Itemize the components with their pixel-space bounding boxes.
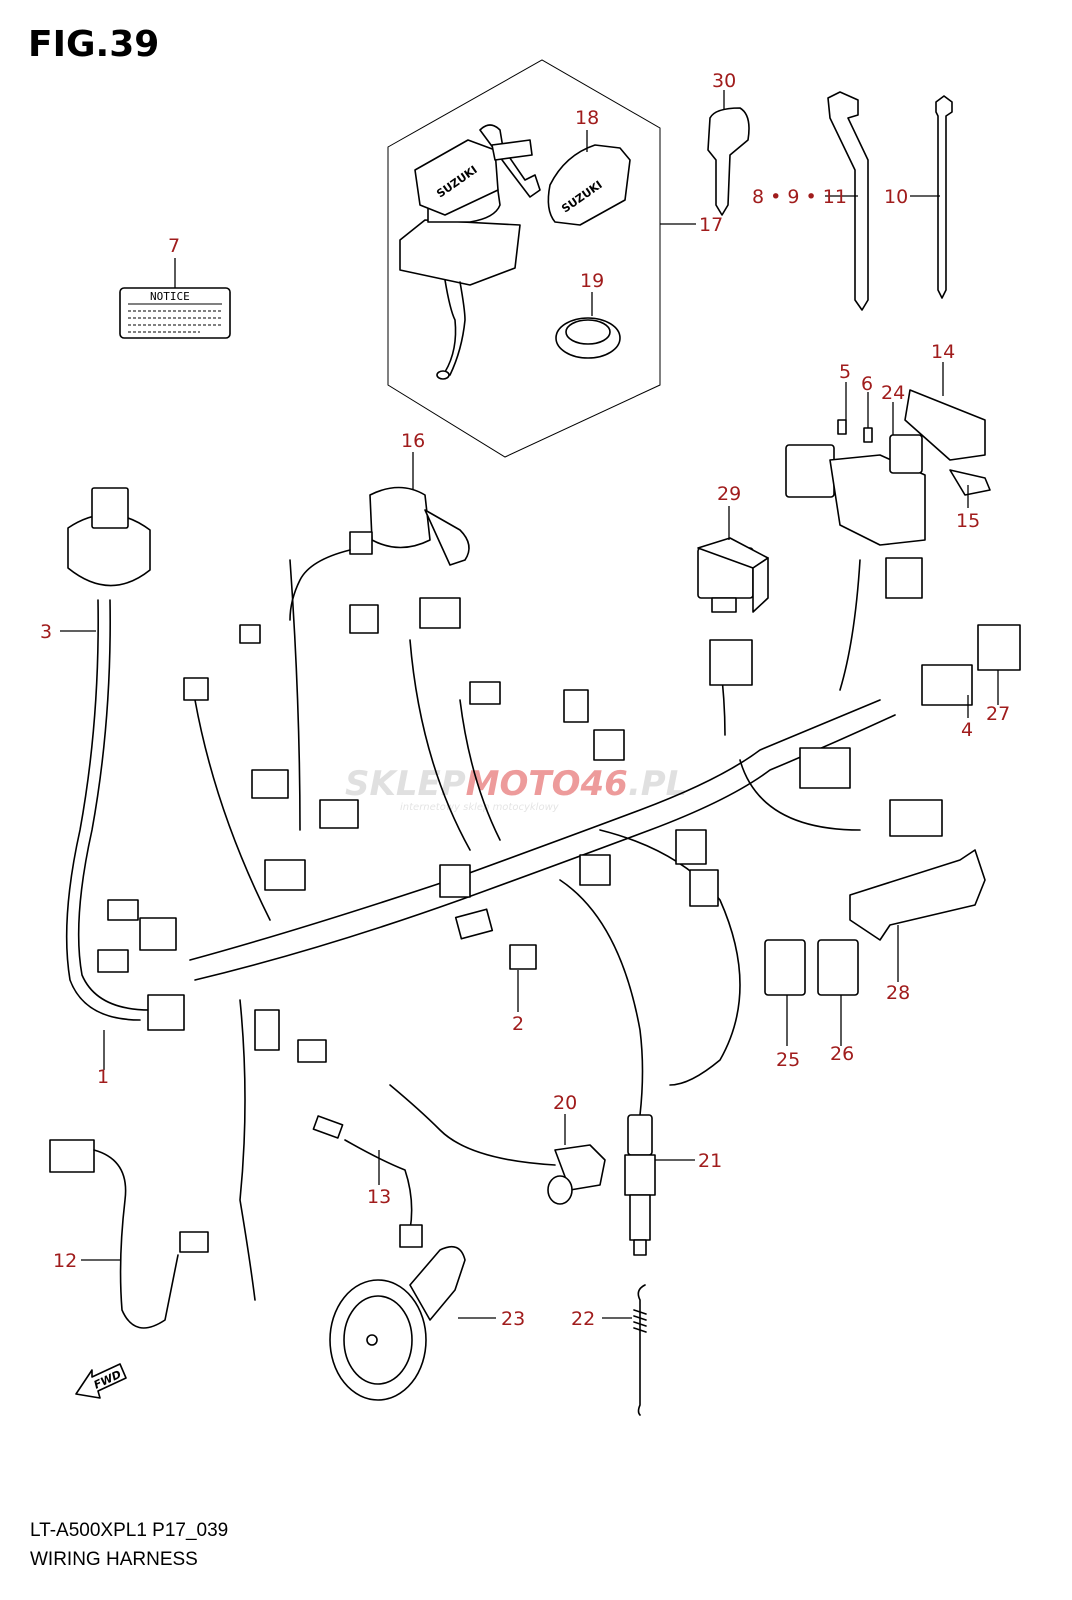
callout-1: 1 (97, 1066, 109, 1088)
callout-5: 5 (839, 361, 851, 383)
callout-29: 29 (717, 483, 741, 505)
ignition-cover: SUZUKI (547, 144, 631, 226)
callout-8-9-11: 8 • 9 • 11 (752, 186, 847, 208)
callout-10: 10 (884, 186, 908, 208)
watermark: SKLEPMOTO46.PL internetowy sklep motocyk… (345, 764, 687, 813)
callout-24: 24 (881, 382, 905, 404)
ignition-switch: SUZUKI (399, 139, 521, 380)
main-wiring-harness (65, 559, 896, 1301)
cable-tie-small (935, 95, 953, 299)
callout-30: 30 (712, 70, 736, 92)
switch-20 (389, 1084, 606, 1205)
ignition-switch-group: SUZUKI SUZUKI (387, 59, 661, 458)
callout-20: 20 (553, 1092, 577, 1114)
callout-17: 17 (699, 214, 723, 236)
oxygen-sensor (624, 1114, 656, 1256)
watermark-part-4: .PL (628, 764, 688, 804)
callout-3: 3 (40, 621, 52, 643)
horn (329, 1245, 466, 1401)
callout-16: 16 (401, 430, 425, 452)
notice-label-text: NOTICE (150, 290, 190, 303)
callout-22: 22 (571, 1308, 595, 1330)
watermark-subtitle: internetowy sklep motocyklowy (400, 802, 560, 813)
callout-21: 21 (698, 1150, 722, 1172)
forward-arrow: FWD (75, 1363, 127, 1399)
diagram-caption: WIRING HARNESS (30, 1549, 198, 1570)
callout-4: 4 (961, 719, 973, 741)
sensor-lead-13 (312, 1115, 423, 1248)
connector-25 (764, 939, 806, 996)
key-blank (707, 107, 750, 216)
spring-22 (633, 1284, 647, 1416)
watermark-part-1: SKLEP (345, 764, 466, 804)
notice-label: NOTICE (119, 287, 231, 339)
callouts: 1 2 3 4 5 6 7 8 • 9 • 11 10 12 13 14 15 … (40, 70, 1010, 1330)
callout-2: 2 (512, 1013, 524, 1035)
leader-lines (60, 90, 999, 1319)
connector-26 (817, 939, 859, 996)
accessory-socket (289, 486, 470, 621)
callout-23: 23 (501, 1308, 525, 1330)
callout-26: 26 (830, 1043, 854, 1065)
callout-14: 14 (931, 341, 955, 363)
callout-28: 28 (886, 982, 910, 1004)
callout-12: 12 (53, 1250, 77, 1272)
ignition-key (479, 124, 541, 198)
callout-18: 18 (575, 107, 599, 129)
watermark-part-3: 46 (580, 764, 628, 804)
harness-connectors (97, 557, 1021, 1063)
callout-25: 25 (776, 1049, 800, 1071)
fuse-relay-block (785, 389, 991, 546)
callout-6: 6 (861, 373, 873, 395)
svg-text:SKLEPMOTO46.PL: SKLEPMOTO46.PL (345, 764, 687, 804)
ignition-nut (555, 317, 621, 359)
callout-13: 13 (367, 1186, 391, 1208)
callout-15: 15 (956, 510, 980, 532)
main-connector-3 (67, 487, 151, 587)
callout-7: 7 (168, 235, 180, 257)
relay (697, 537, 769, 613)
sub-harness-12 (49, 1139, 209, 1329)
watermark-part-2: MOTO (466, 764, 581, 804)
bracket-28 (849, 849, 986, 941)
callout-27: 27 (986, 703, 1010, 725)
ignition-kit-outline (387, 59, 661, 458)
model-code: LT-A500XPL1 P17_039 (30, 1520, 228, 1541)
figure-title: FIG.39 (28, 24, 159, 65)
callout-19: 19 (580, 270, 604, 292)
cable-tie-large (827, 91, 869, 311)
